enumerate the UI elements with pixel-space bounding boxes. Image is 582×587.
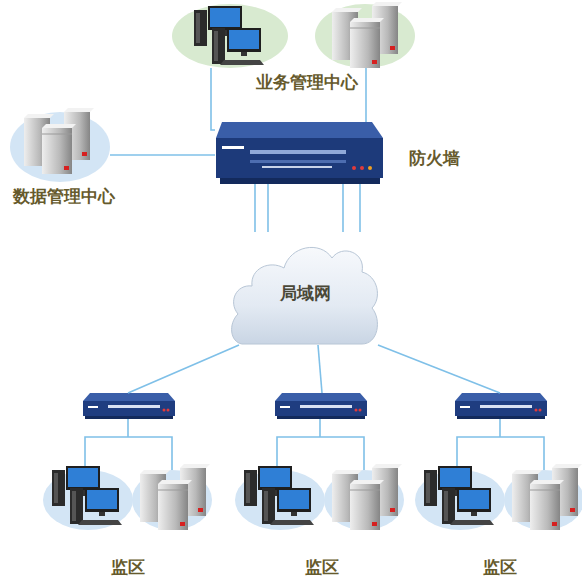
zone-group — [415, 393, 582, 530]
lan-cloud: 局域网 — [228, 232, 380, 345]
zone-node: 监区 — [232, 393, 402, 533]
zone-group — [43, 393, 212, 530]
node-label: 监区 — [111, 557, 145, 577]
data-center: 数据管理中心 — [10, 107, 110, 182]
node-label: 数据管理中心 — [13, 186, 115, 206]
network-link — [365, 68, 367, 122]
network-link — [359, 184, 361, 232]
network-link — [318, 345, 322, 393]
node-label: 防火墙 — [409, 148, 460, 168]
network-link — [110, 154, 215, 156]
network-link — [342, 184, 344, 232]
firewall-device — [216, 122, 383, 184]
network-link — [211, 68, 215, 130]
computer-icon — [194, 6, 264, 65]
server-icon — [24, 108, 94, 174]
node-label: 监区 — [483, 557, 517, 577]
business-center: 业务管理中心 — [172, 4, 415, 68]
zone-node: 监区 — [412, 393, 582, 533]
node-label: 监区 — [305, 557, 339, 577]
firewall-node: 防火墙 — [215, 122, 383, 184]
business-ellipse — [172, 4, 288, 68]
network-link — [254, 184, 256, 232]
network-link — [128, 345, 239, 393]
zone-group — [235, 393, 404, 530]
network-link — [378, 345, 500, 393]
zone-node: 监区 — [40, 393, 210, 533]
cloud-outline — [232, 247, 378, 344]
node-label: 局域网 — [280, 283, 331, 303]
node-label: 业务管理中心 — [256, 72, 358, 92]
network-link — [267, 184, 269, 232]
server-icon — [332, 2, 402, 68]
